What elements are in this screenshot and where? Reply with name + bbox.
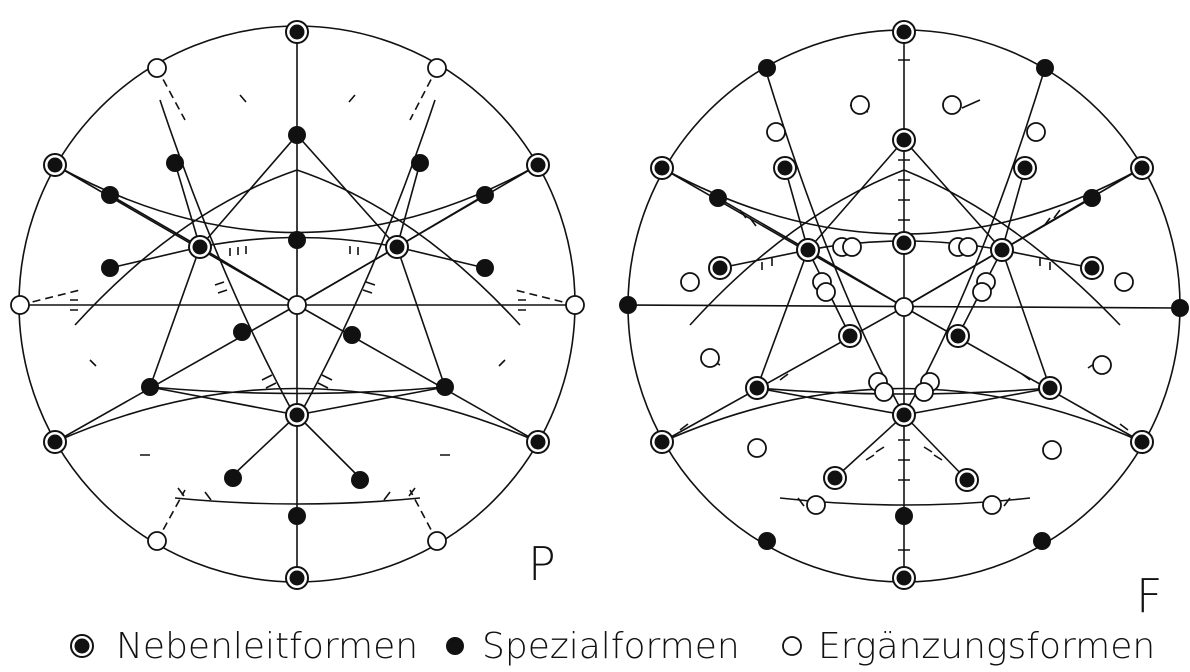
ring-dot-marker — [1080, 256, 1104, 280]
ring-dot-marker — [946, 324, 970, 348]
dot-marker — [619, 296, 637, 314]
ring-dot-marker — [285, 566, 309, 590]
dot-marker — [411, 154, 429, 172]
stereogram-p — [18, 25, 576, 583]
ring-dot-icon — [70, 634, 94, 658]
dot-icon — [446, 637, 464, 655]
ring-dot-marker — [955, 468, 979, 492]
open-circle-marker — [982, 495, 1002, 515]
ring-dot-marker — [1013, 156, 1037, 180]
dot-marker — [758, 532, 776, 550]
dot-marker — [343, 326, 361, 344]
open-circle-marker — [914, 382, 934, 402]
panel-label-p: P — [528, 537, 556, 591]
ring-dot-marker — [892, 231, 916, 255]
ring-dot-marker — [823, 466, 847, 490]
open-circle-marker — [427, 58, 447, 78]
dot-marker — [709, 189, 727, 207]
open-circle-marker — [958, 237, 978, 257]
ring-dot-marker — [385, 235, 409, 259]
dot-marker — [141, 378, 159, 396]
ring-dot-marker — [990, 238, 1014, 262]
dot-marker — [476, 259, 494, 277]
open-circle-icon — [782, 636, 802, 656]
dot-marker — [1083, 189, 1101, 207]
legend-item-nebenleitformen: Nebenleitformen — [70, 626, 418, 667]
ring-dot-marker — [188, 235, 212, 259]
ring-dot-marker — [285, 20, 309, 44]
open-circle-marker — [1114, 272, 1134, 292]
open-circle-marker — [806, 495, 826, 515]
ring-dot-marker — [1130, 156, 1154, 180]
ring-dot-marker — [796, 238, 820, 262]
ring-dot-marker — [892, 128, 916, 152]
dot-marker — [288, 231, 306, 249]
ring-dot-marker — [892, 566, 916, 590]
open-circle-marker — [1092, 355, 1112, 375]
legend-item-spezialformen: Spezialformen — [446, 626, 740, 667]
open-circle-marker — [894, 297, 914, 317]
open-circle-marker — [942, 95, 962, 115]
dot-marker — [101, 259, 119, 277]
dot-marker — [1033, 532, 1051, 550]
open-circle-marker — [680, 272, 700, 292]
ring-dot-marker — [708, 256, 732, 280]
ring-dot-marker — [838, 324, 862, 348]
dot-marker — [288, 126, 306, 144]
open-circle-marker — [10, 295, 30, 315]
dot-marker — [758, 59, 776, 77]
legend-label: Ergänzungsformen — [818, 626, 1155, 667]
ring-dot-marker — [745, 376, 769, 400]
open-circle-marker — [1042, 440, 1062, 460]
ring-dot-marker — [1038, 376, 1062, 400]
open-circle-marker — [565, 295, 585, 315]
open-circle-marker — [147, 531, 167, 551]
panel-label-f: F — [1136, 569, 1162, 623]
dot-marker — [436, 378, 454, 396]
ring-dot-marker — [1130, 430, 1154, 454]
legend: Nebenleitformen Spezialformen Ergänzungs… — [70, 626, 1155, 667]
legend-label: Nebenleitformen — [116, 626, 418, 667]
open-circle-marker — [850, 95, 870, 115]
dot-marker — [476, 186, 494, 204]
ring-dot-marker — [892, 20, 916, 44]
dot-marker — [233, 323, 251, 341]
dot-marker — [351, 471, 369, 489]
ring-dot-marker — [43, 430, 67, 454]
ring-dot-marker — [43, 153, 67, 177]
open-circle-marker — [700, 348, 720, 368]
dot-marker — [1171, 299, 1189, 317]
open-circle-marker — [874, 382, 894, 402]
ring-dot-marker — [526, 153, 550, 177]
legend-item-ergaenzungsformen: Ergänzungsformen — [782, 626, 1155, 667]
legend-label: Spezialformen — [482, 626, 740, 667]
ring-dot-marker — [892, 403, 916, 427]
ring-dot-marker — [526, 430, 550, 454]
dot-marker — [1036, 59, 1054, 77]
open-circle-marker — [1026, 122, 1046, 142]
open-circle-marker — [147, 58, 167, 78]
open-circle-marker — [816, 282, 836, 302]
dot-marker — [224, 469, 242, 487]
open-circle-marker — [842, 237, 862, 257]
ring-dot-marker — [773, 156, 797, 180]
dot-marker — [288, 507, 306, 525]
open-circle-marker — [766, 122, 786, 142]
ring-dot-marker — [650, 430, 674, 454]
dot-marker — [166, 154, 184, 172]
ring-dot-marker — [285, 403, 309, 427]
dot-marker — [101, 186, 119, 204]
open-circle-marker — [972, 282, 992, 302]
dot-marker — [895, 507, 913, 525]
open-circle-marker — [287, 295, 307, 315]
open-circle-marker — [427, 531, 447, 551]
open-circle-marker — [747, 438, 767, 458]
ring-dot-marker — [650, 156, 674, 180]
